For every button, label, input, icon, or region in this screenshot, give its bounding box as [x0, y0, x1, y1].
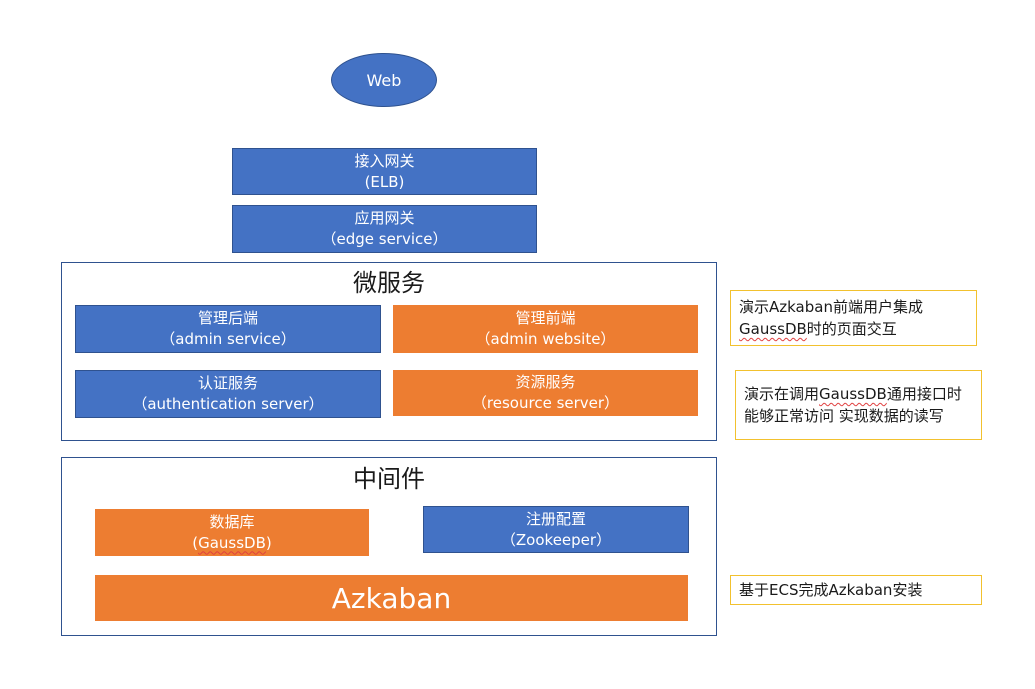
note-2-line-1: 演示在调用GaussDB通用接口时	[744, 385, 962, 403]
web-node: Web	[331, 53, 437, 107]
authentication-server-title: 认证服务	[197, 374, 258, 392]
resource-server-box: 资源服务 （resource server）	[393, 370, 698, 416]
middleware-group	[61, 457, 717, 636]
authentication-server-subtitle: （authentication server）	[132, 395, 324, 413]
admin-website-subtitle: （admin website）	[475, 330, 616, 348]
note-3-line-1: 基于ECS完成Azkaban安装	[739, 581, 923, 599]
admin-website-title: 管理前端	[515, 309, 576, 327]
admin-service-box: 管理后端 （admin service）	[75, 305, 381, 353]
database-subtitle: (GaussDB)	[192, 533, 272, 552]
note-api-access: 演示在调用GaussDB通用接口时 能够正常访问 实现数据的读写	[735, 370, 982, 440]
database-box: 数据库 (GaussDB)	[95, 509, 369, 556]
app-gateway-title: 应用网关	[354, 209, 415, 227]
note-2-line-2: 能够正常访问 实现数据的读写	[744, 407, 944, 425]
resource-server-title: 资源服务	[515, 373, 576, 391]
note-ecs-install: 基于ECS完成Azkaban安装	[730, 575, 982, 605]
access-gateway-box: 接入网关 (ELB)	[232, 148, 537, 195]
registry-config-subtitle: （Zookeeper）	[500, 530, 612, 549]
azkaban-box: Azkaban	[95, 575, 688, 621]
authentication-server-box: 认证服务 （authentication server）	[75, 370, 381, 418]
admin-service-title: 管理后端	[197, 309, 258, 327]
web-label: Web	[366, 70, 402, 90]
access-gateway-subtitle: (ELB)	[364, 172, 405, 191]
app-gateway-box: 应用网关 （edge service）	[232, 205, 537, 253]
resource-server-subtitle: （resource server）	[471, 394, 620, 412]
access-gateway-title: 接入网关	[354, 151, 415, 170]
microservices-group	[61, 262, 717, 441]
microservices-title: 微服务	[353, 269, 425, 297]
database-title: 数据库	[209, 512, 255, 531]
registry-config-title: 注册配置	[525, 509, 586, 528]
admin-website-box: 管理前端 （admin website）	[393, 305, 698, 353]
azkaban-label: Azkaban	[331, 581, 452, 615]
admin-service-subtitle: （admin service）	[160, 330, 296, 348]
note-frontend-integration: 演示Azkaban前端用户集成 GaussDB时的页面交互	[730, 290, 977, 346]
app-gateway-subtitle: （edge service）	[321, 230, 448, 248]
note-1-line-2: GaussDB时的页面交互	[739, 320, 897, 338]
registry-config-box: 注册配置 （Zookeeper）	[423, 506, 689, 553]
note-1-line-1: 演示Azkaban前端用户集成	[739, 298, 923, 316]
middleware-title: 中间件	[353, 465, 425, 493]
